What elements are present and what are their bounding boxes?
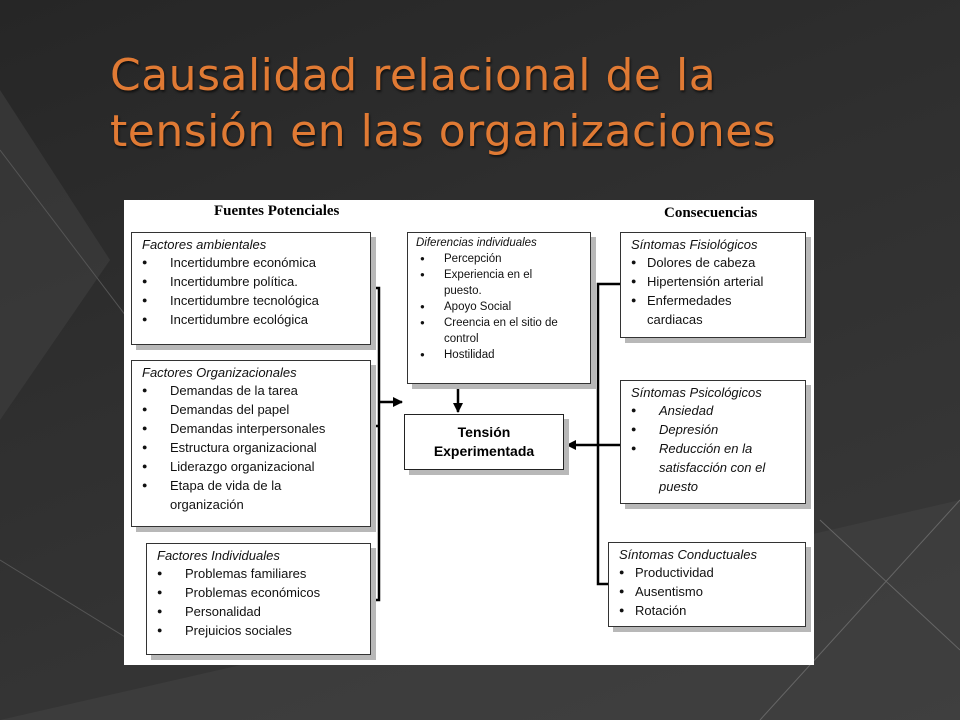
tension-line-2: Experimentada <box>433 443 535 459</box>
list-item: Incertidumbre política. <box>142 272 370 291</box>
box-organizational-factors: Factores Organizacionales Demandas de la… <box>131 360 371 527</box>
box-physiological-symptoms: Síntomas Fisiológicos Dolores de cabeza … <box>620 232 806 338</box>
list-item: Hipertensión arterial <box>631 272 805 291</box>
list-item: Percepción <box>416 251 590 267</box>
box-title: Diferencias individuales <box>416 237 537 249</box>
box-environmental-factors: Factores ambientales Incertidumbre econó… <box>131 232 371 345</box>
experienced-tension-box: Tensión Experimentada <box>404 414 564 470</box>
list-item: Enfermedades cardiacas <box>631 291 757 329</box>
box-title: Factores Organizacionales <box>142 365 297 380</box>
list-item: Etapa de vida de la organización <box>142 476 320 514</box>
header-sources: Fuentes Potenciales <box>214 203 340 219</box>
list-item: Dolores de cabeza <box>631 253 805 272</box>
list-item: Rotación <box>619 601 805 620</box>
list-item: Productividad <box>619 563 805 582</box>
list-item: Liderazgo organizacional <box>142 457 370 476</box>
list-item: Ansiedad <box>631 401 805 420</box>
slide-title-line-1: Causalidad relacional de la <box>110 50 717 101</box>
box-title: Factores Individuales <box>157 548 280 563</box>
box-individual-differences: Diferencias individuales Percepción Expe… <box>407 232 591 384</box>
stress-diagram: Fuentes Potenciales Consecuencias Factor… <box>124 200 814 665</box>
box-title: Síntomas Conductuales <box>619 547 758 562</box>
list-item: Personalidad <box>157 602 370 621</box>
box-individual-factors: Factores Individuales Problemas familiar… <box>146 543 371 655</box>
list-item: Prejuicios sociales <box>157 621 370 640</box>
box-psychological-symptoms: Síntomas Psicológicos Ansiedad Depresión… <box>620 380 806 504</box>
box-title: Síntomas Psicológicos <box>631 385 762 400</box>
list-item: Problemas familiares <box>157 564 370 583</box>
box-title: Factores ambientales <box>142 237 267 252</box>
box-title: Síntomas Fisiológicos <box>631 237 758 252</box>
list-item: Creencia en el sitio de control <box>416 315 574 347</box>
list-item: Demandas de la tarea <box>142 381 370 400</box>
slide-title: Causalidad relacional de la tensión en l… <box>110 48 910 160</box>
list-item: Estructura organizacional <box>142 438 370 457</box>
list-item: Incertidumbre económica <box>142 253 370 272</box>
list-item: Apoyo Social <box>416 299 590 315</box>
list-item: Problemas económicos <box>157 583 370 602</box>
header-consequences: Consecuencias <box>664 205 758 221</box>
list-item: Incertidumbre ecológica <box>142 310 370 329</box>
list-item: Depresión <box>631 420 805 439</box>
list-item: Demandas interpersonales <box>142 419 370 438</box>
tension-line-1: Tensión <box>457 424 511 440</box>
slide-title-line-2: tensión en las organizaciones <box>110 106 777 157</box>
list-item: Ausentismo <box>619 582 805 601</box>
list-item: Experiencia en el puesto. <box>416 267 554 299</box>
list-item: Incertidumbre tecnológica <box>142 291 370 310</box>
box-behavioral-symptoms: Síntomas Conductuales Productividad Ause… <box>608 542 806 627</box>
list-item: Reducción en la satisfacción con el pues… <box>631 439 789 496</box>
list-item: Demandas del papel <box>142 400 370 419</box>
list-item: Hostilidad <box>416 347 590 363</box>
